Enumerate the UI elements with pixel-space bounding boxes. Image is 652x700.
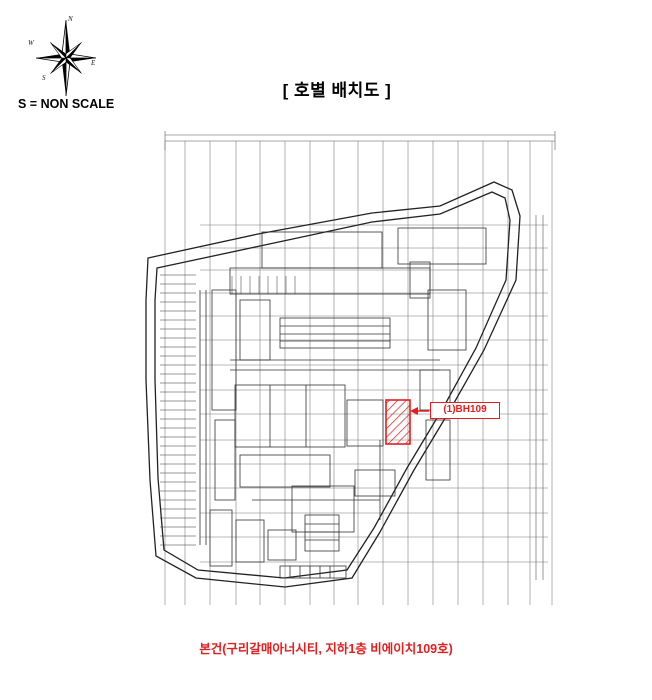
compass-west-letter: W <box>28 39 34 47</box>
compass-south-letter: S <box>42 74 46 82</box>
compass-north-letter: N <box>68 15 73 23</box>
parking-stalls <box>160 274 296 546</box>
compass-star-icon <box>35 19 97 97</box>
compass-east-letter: E <box>91 59 96 67</box>
highlighted-unit-bh109 <box>385 399 411 445</box>
top-dimension-strip <box>164 131 556 150</box>
vertical-grid-lines <box>164 141 553 605</box>
compass-rose: N W E S <box>22 12 102 97</box>
unit-callout-label: (1)BH109 <box>430 402 500 419</box>
horizontal-grid-lines <box>200 224 548 563</box>
bottom-caption: 본건(구리갈매아너시티, 지하1층 비에이치109호) <box>199 642 453 656</box>
scale-label: S = NON SCALE <box>18 97 115 111</box>
right-dimension-ticks <box>535 215 544 580</box>
page-title: [ 호별 배치도 ] <box>282 81 392 100</box>
interior-structure <box>199 227 487 579</box>
building-outline <box>145 181 521 588</box>
callout-arrow <box>410 407 429 415</box>
